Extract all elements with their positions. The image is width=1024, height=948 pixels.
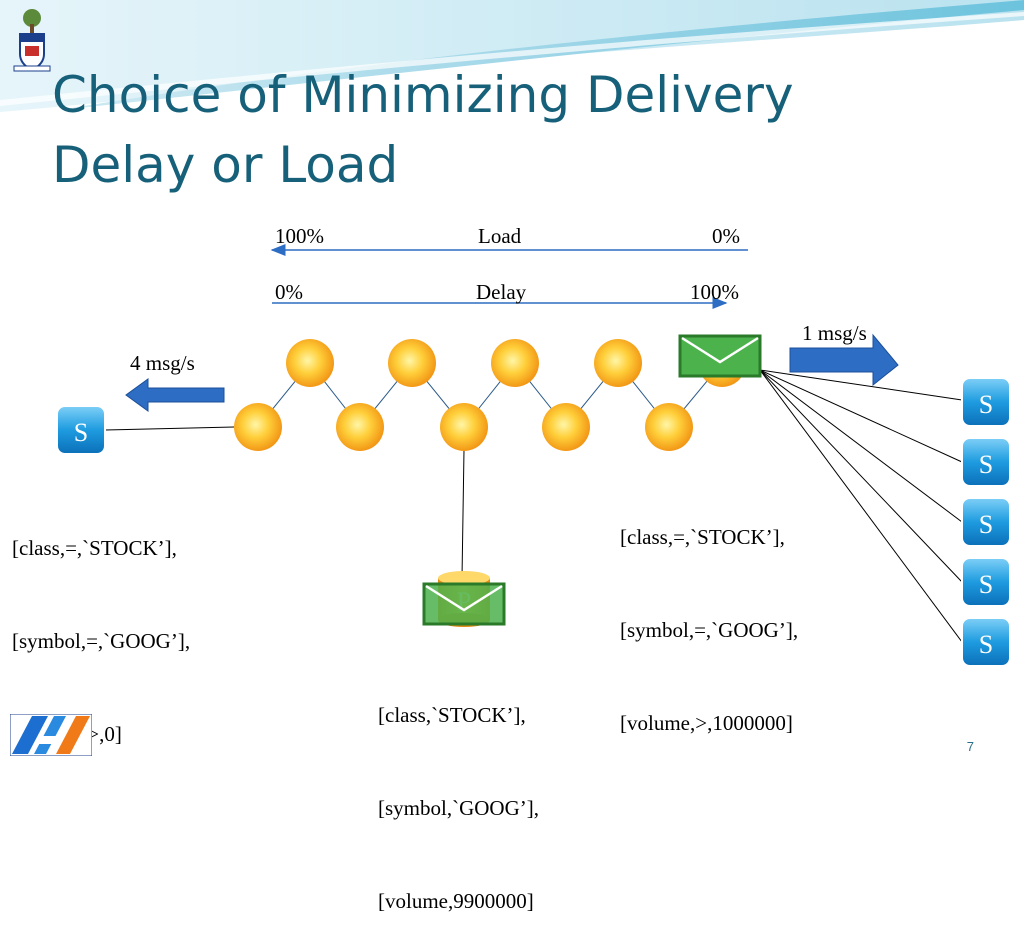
broker-node bbox=[440, 403, 488, 451]
filter-line: [volume,>,1000000] bbox=[620, 711, 793, 735]
filter-line: [symbol,=,`GOOG’], bbox=[12, 629, 191, 653]
publication-line: [symbol,`GOOG’], bbox=[378, 796, 539, 820]
load-scale: 100% Load 0% bbox=[270, 224, 748, 256]
subscriber-right-1: S bbox=[961, 377, 1011, 427]
broker-node bbox=[336, 403, 384, 451]
delay-scale-left-label: 0% bbox=[275, 280, 303, 304]
broker-node bbox=[388, 339, 436, 387]
page-number: 7 bbox=[966, 739, 974, 754]
subscriber-right-4: S bbox=[961, 557, 1011, 607]
broker-node bbox=[645, 403, 693, 451]
broker-node bbox=[234, 403, 282, 451]
slide-title: Choice of Minimizing Delivery Delay or L… bbox=[52, 66, 794, 194]
load-scale-right-label: 0% bbox=[712, 224, 740, 248]
delay-scale-title: Delay bbox=[476, 280, 527, 304]
publication-line: [class,`STOCK’], bbox=[378, 703, 526, 727]
subscriber-right-2: S bbox=[961, 437, 1011, 487]
left-rate-label: 4 msg/s bbox=[130, 351, 195, 375]
pub-sub-diagram: 100% Load 0% 0% Delay 100% bbox=[56, 224, 1011, 667]
filter-line: [symbol,=,`GOOG’], bbox=[620, 618, 799, 642]
left-rate-arrow bbox=[125, 378, 225, 412]
filter-line: [class,=,`STOCK’], bbox=[620, 525, 785, 549]
publication-envelope-icon bbox=[422, 582, 506, 626]
load-scale-left-label: 100% bbox=[275, 224, 324, 248]
broker-node bbox=[286, 339, 334, 387]
header-swoosh-decoration bbox=[0, 0, 1024, 112]
subscriber-right-label: S bbox=[979, 450, 993, 479]
middleware-group-logo bbox=[10, 714, 92, 756]
broker-node bbox=[594, 339, 642, 387]
right-subscription-filter: [class,=,`STOCK’], [symbol,=,`GOOG’], [v… bbox=[620, 460, 798, 770]
client-links bbox=[104, 369, 963, 643]
delay-scale-right-label: 100% bbox=[690, 280, 739, 304]
subscriber-right-5: S bbox=[961, 617, 1011, 667]
filter-line: [class,=,`STOCK’], bbox=[12, 536, 177, 560]
publisher: P bbox=[422, 571, 506, 627]
broker-node bbox=[491, 339, 539, 387]
subscriber-right-label: S bbox=[979, 630, 993, 659]
broker-node bbox=[542, 403, 590, 451]
right-rate-arrow bbox=[789, 333, 899, 387]
message-envelope-icon bbox=[678, 334, 762, 378]
delay-scale: 0% Delay 100% bbox=[272, 280, 739, 309]
publication-content: [class,`STOCK’], [symbol,`GOOG’], [volum… bbox=[378, 638, 539, 948]
subscriber-left-label: S bbox=[74, 418, 88, 447]
subscriber-right-3: S bbox=[961, 497, 1011, 547]
subscriber-right-label: S bbox=[979, 570, 993, 599]
right-rate-label: 1 msg/s bbox=[802, 321, 867, 345]
publication-line: [volume,9900000] bbox=[378, 889, 534, 913]
subscriber-left: S bbox=[56, 405, 106, 455]
subscriber-right-label: S bbox=[979, 390, 993, 419]
load-scale-title: Load bbox=[478, 224, 522, 248]
subscriber-right-label: S bbox=[979, 510, 993, 539]
subscribers-right: S S S S S bbox=[961, 377, 1011, 667]
university-crest-logo bbox=[13, 9, 51, 72]
